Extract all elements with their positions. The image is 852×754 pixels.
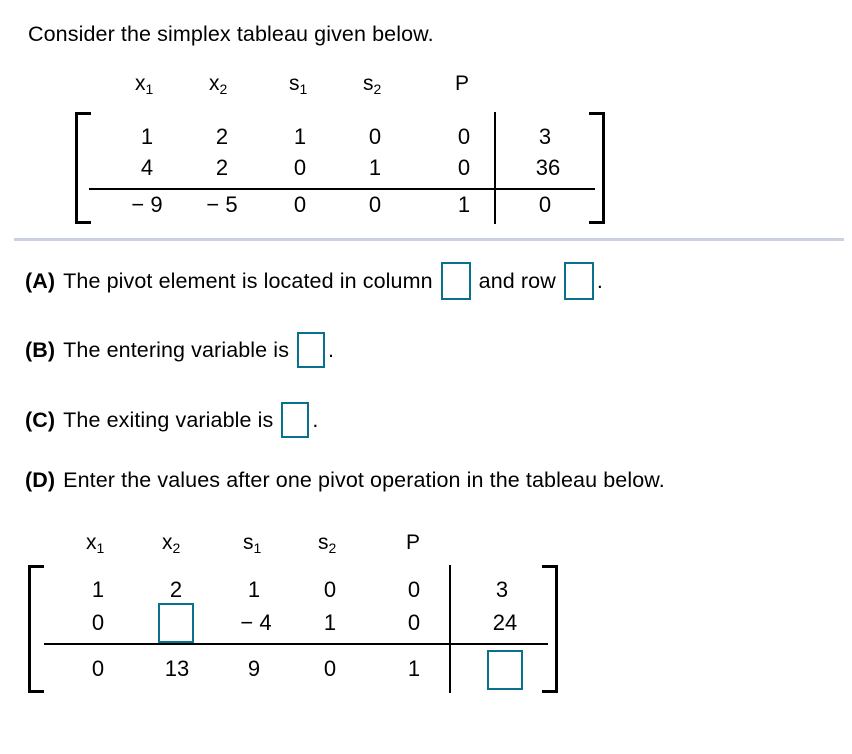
tableau2-header-x2: x2 [162, 531, 181, 556]
tableau2-cell-r1c0: 0 [91, 610, 105, 635]
tableau1-cell-r2c1: − 5 [206, 192, 238, 217]
question-a-row-input[interactable] [563, 262, 594, 300]
tableau1-header-p-base: P [455, 72, 470, 95]
tableau1-cell-r0c4: 0 [457, 124, 471, 149]
question-a-text-after: . [596, 268, 603, 293]
tableau2-cell-r1c4: 0 [407, 610, 421, 635]
question-a-text-before: The pivot element is located in column [63, 268, 433, 293]
tableau1-cell-r1c1: 2 [215, 155, 229, 180]
tableau1-cell-r2-rhs: 0 [538, 192, 552, 217]
tableau1-cell-r0c3: 0 [368, 124, 382, 149]
tableau1-cell-r2c0: − 9 [131, 192, 163, 217]
question-b-text-before: The entering variable is [63, 337, 290, 362]
tableau1-cell-r0c1: 2 [215, 124, 229, 149]
tableau1-header-p: P [455, 72, 469, 96]
tableau1-header-x1-base: x [135, 72, 146, 95]
tableau1-cell-r2c2: 0 [293, 192, 307, 217]
tableau1-header-s1-base: s [289, 72, 300, 95]
tableau2-cell-r0c4: 0 [407, 577, 421, 602]
tableau1-header-x2-sub: 2 [219, 81, 228, 97]
tableau2-right-bracket [542, 565, 558, 693]
tableau1-header-s1-sub: 1 [299, 81, 308, 97]
tableau1-header-x2: x2 [209, 72, 228, 97]
tableau1-cell-r2c3: 0 [368, 192, 382, 217]
page-intro-text: Consider the simplex tableau given below… [28, 22, 434, 46]
tableau2-cell-r2c2: 9 [247, 656, 261, 681]
question-c: (C) The exiting variable is . [25, 402, 318, 438]
tableau1-header-x2-base: x [209, 72, 220, 95]
tableau1-header-s2-sub: 2 [373, 81, 382, 97]
tableau1-cell-r0-rhs: 3 [538, 124, 552, 149]
tableau1-header-s2: s2 [363, 72, 382, 97]
tableau2-header-s1: s1 [243, 531, 262, 556]
tableau2-header-x1-sub: 1 [96, 540, 105, 556]
tableau1-cell-r1-rhs: 36 [535, 155, 561, 180]
tableau2-header-x1: x1 [86, 531, 105, 556]
tableau2-cell-r2c4: 1 [407, 656, 421, 681]
tableau2-header-s2-base: s [318, 531, 329, 554]
tableau1-cell-r2c4: 1 [457, 192, 471, 217]
tableau1-cell-r1c3: 1 [368, 155, 382, 180]
tableau2-cell-r0c2: 1 [247, 577, 261, 602]
tableau2-objective-rule [44, 643, 548, 645]
question-b: (B) The entering variable is . [25, 332, 334, 368]
tableau1-cell-r0c0: 1 [140, 124, 154, 149]
question-c-text-before: The exiting variable is [63, 407, 274, 432]
question-c-text-after: . [312, 407, 319, 432]
tableau1-vertical-separator [494, 112, 496, 224]
question-a-label: (A) [25, 268, 56, 293]
tableau2-cell-r1-rhs: 24 [492, 610, 518, 635]
tableau2-vertical-separator [449, 565, 451, 693]
tableau2-cell-r2c0: 0 [91, 656, 105, 681]
question-c-exiting-variable-input[interactable] [281, 402, 310, 438]
question-a: (A) The pivot element is located in colu… [25, 262, 603, 300]
tableau2-cell-r0c1: 2 [169, 577, 183, 602]
tableau2-cell-r1c2: − 4 [240, 610, 272, 635]
tableau2-header-s2: s2 [318, 531, 337, 556]
tableau2-cell-r1c3: 1 [323, 610, 337, 635]
question-c-label: (C) [25, 407, 56, 432]
tableau2-header-p-base: P [406, 531, 421, 554]
question-a-text-middle: and row [478, 268, 556, 293]
tableau1-cell-r0c2: 1 [293, 124, 307, 149]
tableau1-header-s1: s1 [289, 72, 308, 97]
tableau1-header-x1: x1 [135, 72, 154, 97]
tableau2-header-x2-base: x [162, 531, 173, 554]
tableau2-header-x2-sub: 2 [172, 540, 181, 556]
tableau2-header-s1-sub: 1 [253, 540, 262, 556]
question-d: (D) Enter the values after one pivot ope… [25, 468, 665, 493]
tableau2-header-s1-base: s [243, 531, 254, 554]
tableau1-header-x1-sub: 1 [145, 81, 154, 97]
tableau2-cell-r2c1: 13 [164, 656, 190, 681]
question-b-text-after: . [328, 337, 335, 362]
tableau2-cell-r0-rhs: 3 [495, 577, 509, 602]
tableau1-objective-rule [89, 188, 595, 190]
tableau2-header-s2-sub: 2 [328, 540, 337, 556]
question-a-column-input[interactable] [440, 262, 471, 300]
section-divider [14, 238, 844, 241]
question-d-text-before: Enter the values after one pivot operati… [63, 468, 665, 492]
tableau1-cell-r1c4: 0 [457, 155, 471, 180]
tableau1-cell-r1c2: 0 [293, 155, 307, 180]
tableau2-header-p: P [406, 531, 420, 555]
question-d-label: (D) [25, 468, 56, 492]
tableau2-cell-r2c3: 0 [323, 656, 337, 681]
tableau1-cell-r1c0: 4 [140, 155, 154, 180]
tableau2-input-r2-rhs[interactable] [487, 650, 523, 690]
tableau2-cell-r0c3: 0 [323, 577, 337, 602]
tableau2-left-bracket [28, 565, 44, 693]
tableau2-header-x1-base: x [86, 531, 97, 554]
tableau1-left-bracket [75, 112, 91, 224]
question-b-label: (B) [25, 337, 56, 362]
tableau1-right-bracket [589, 112, 605, 224]
tableau1-header-s2-base: s [363, 72, 374, 95]
tableau2-cell-r0c0: 1 [91, 577, 105, 602]
initial-simplex-tableau: x1 x2 s1 s2 P 1 2 1 0 0 3 4 2 0 1 0 36 −… [0, 0, 852, 240]
question-b-entering-variable-input[interactable] [297, 332, 326, 368]
tableau2-input-r1c1[interactable] [158, 603, 194, 643]
